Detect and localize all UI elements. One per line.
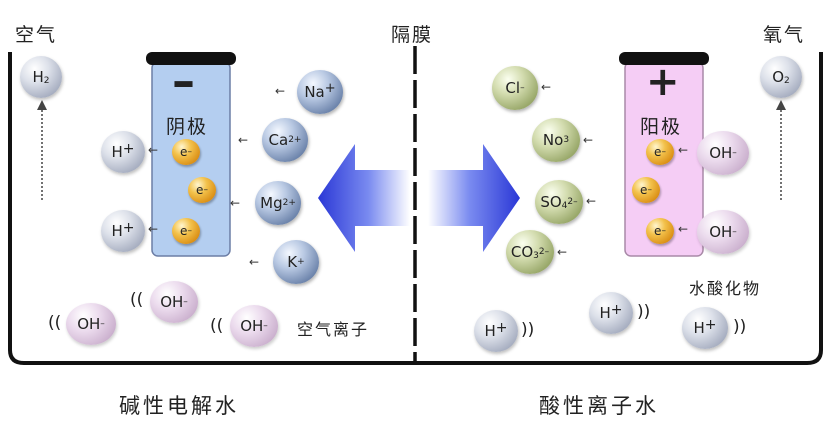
h-plus-ion: H+ <box>589 292 633 334</box>
electron: e– <box>188 177 216 203</box>
oh-ion: OH– <box>697 131 749 175</box>
h-plus-ion: H+ <box>474 310 518 352</box>
electron: e– <box>172 139 200 165</box>
vibration-mark: )) <box>637 302 651 322</box>
membrane-label: 隔膜 <box>391 24 434 46</box>
electron: e– <box>646 139 674 165</box>
cathode-label: 阴极 <box>166 116 209 138</box>
arrow-left-icon: ← <box>275 84 286 98</box>
h-plus-ion: H+ <box>101 131 145 173</box>
oh-ion: OH– <box>66 303 116 345</box>
oxygen-label: 氧气 <box>763 24 806 46</box>
vibration-mark: )) <box>733 317 747 337</box>
h-plus-ion: H+ <box>682 307 728 349</box>
vibration-mark: (( <box>48 313 62 333</box>
hydroxide-label: 水酸化物 <box>689 279 762 298</box>
vibration-mark: (( <box>130 290 144 310</box>
na-ion: Na+ <box>297 70 343 114</box>
acidic-water-caption: 酸性离子水 <box>539 394 659 418</box>
air-ions-label: 空气离子 <box>297 320 370 339</box>
arrow-left-icon: ← <box>148 222 159 236</box>
vibration-mark: )) <box>521 320 535 340</box>
oh-ion: OH– <box>150 281 198 323</box>
k-ion: K+ <box>273 240 319 284</box>
arrow-left-icon: ← <box>678 143 689 157</box>
electron: e– <box>646 218 674 244</box>
cathode-minus-sign: – <box>172 54 195 108</box>
anode-label: 阳极 <box>640 116 683 138</box>
arrow-left-icon: ← <box>148 143 159 157</box>
h-plus-ion: H+ <box>101 210 145 252</box>
air-label: 空气 <box>15 24 58 46</box>
oh-ion: OH– <box>697 210 749 254</box>
arrow-left-icon: ← <box>541 80 552 94</box>
oh-ion: OH– <box>230 305 278 347</box>
arrow-left-icon: ← <box>230 196 241 210</box>
anode-plus-sign: + <box>646 59 680 105</box>
arrow-left-icon: ← <box>678 222 689 236</box>
arrow-left-icon: ← <box>249 255 260 269</box>
vibration-mark: (( <box>210 316 224 336</box>
alkaline-water-caption: 碱性电解水 <box>119 394 239 418</box>
electron: e– <box>632 177 660 203</box>
arrow-left-icon: ← <box>557 245 568 259</box>
left-flow-arrow <box>318 144 410 252</box>
cl-ion: Cl– <box>492 66 538 110</box>
electron: e– <box>172 218 200 244</box>
arrow-left-icon: ← <box>238 133 249 147</box>
arrow-left-icon: ← <box>586 194 597 208</box>
right-flow-arrow <box>428 144 520 252</box>
arrow-left-icon: ← <box>583 133 594 147</box>
